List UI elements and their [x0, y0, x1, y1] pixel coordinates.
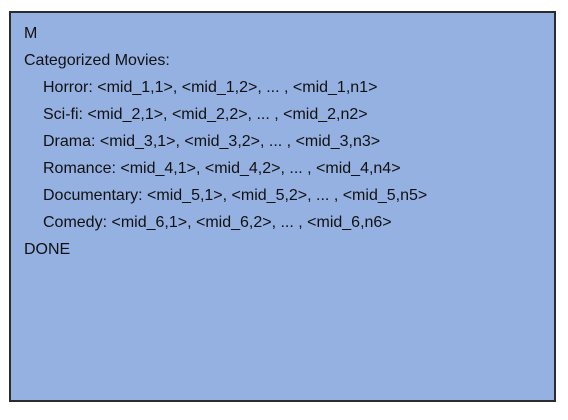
category-line-comedy: Comedy: <mid_6,1>, <mid_6,2>, ... , <mid…: [43, 214, 392, 231]
header-letter: M: [24, 25, 38, 42]
category-line-scifi: Sci-fi: <mid_2,1>, <mid_2,2>, ... , <mid…: [43, 106, 368, 123]
section-title: Categorized Movies:: [24, 52, 170, 69]
category-line-horror: Horror: <mid_1,1>, <mid_1,2>, ... , <mid…: [43, 79, 378, 96]
category-line-drama: Drama: <mid_3,1>, <mid_3,2>, ... , <mid_…: [43, 133, 381, 150]
category-line-romance: Romance: <mid_4,1>, <mid_4,2>, ... , <mi…: [43, 160, 401, 177]
prompt-text-box: M Categorized Movies: Horror: <mid_1,1>,…: [9, 11, 556, 402]
category-line-documentary: Documentary: <mid_5,1>, <mid_5,2>, ... ,…: [43, 187, 428, 204]
footer-done: DONE: [24, 241, 71, 258]
